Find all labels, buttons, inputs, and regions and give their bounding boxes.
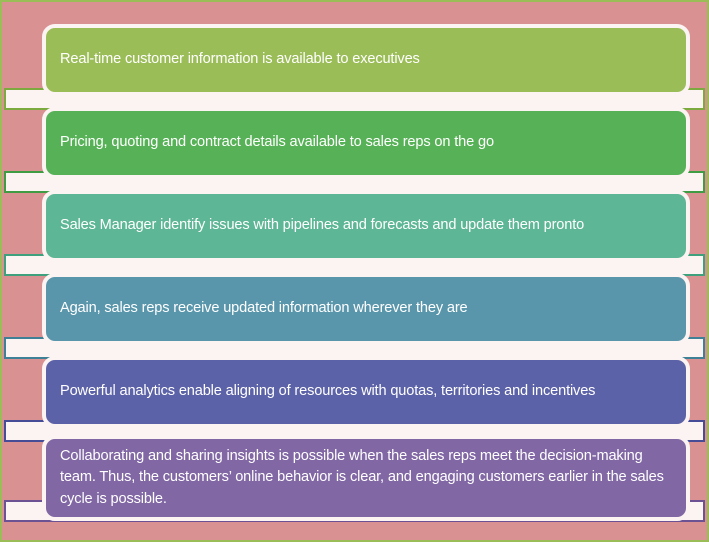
list-item-3[interactable]: Sales Manager identify issues with pipel… [42, 190, 690, 262]
list-item-1[interactable]: Real-time customer information is availa… [42, 24, 690, 96]
list-item-label: Pricing, quoting and contract details av… [60, 134, 494, 151]
list-item-label: Powerful analytics enable aligning of re… [60, 383, 596, 400]
list-item-label: Real-time customer information is availa… [60, 51, 420, 68]
list-item-6[interactable]: Collaborating and sharing insights is po… [42, 435, 690, 521]
list-item-2[interactable]: Pricing, quoting and contract details av… [42, 107, 690, 179]
list-item-4[interactable]: Again, sales reps receive updated inform… [42, 273, 690, 345]
list-item-label: Again, sales reps receive updated inform… [60, 300, 468, 317]
list-item-5[interactable]: Powerful analytics enable aligning of re… [42, 356, 690, 428]
list-item-label: Sales Manager identify issues with pipel… [60, 217, 585, 234]
list-item-label: Collaborating and sharing insights is po… [60, 448, 664, 507]
